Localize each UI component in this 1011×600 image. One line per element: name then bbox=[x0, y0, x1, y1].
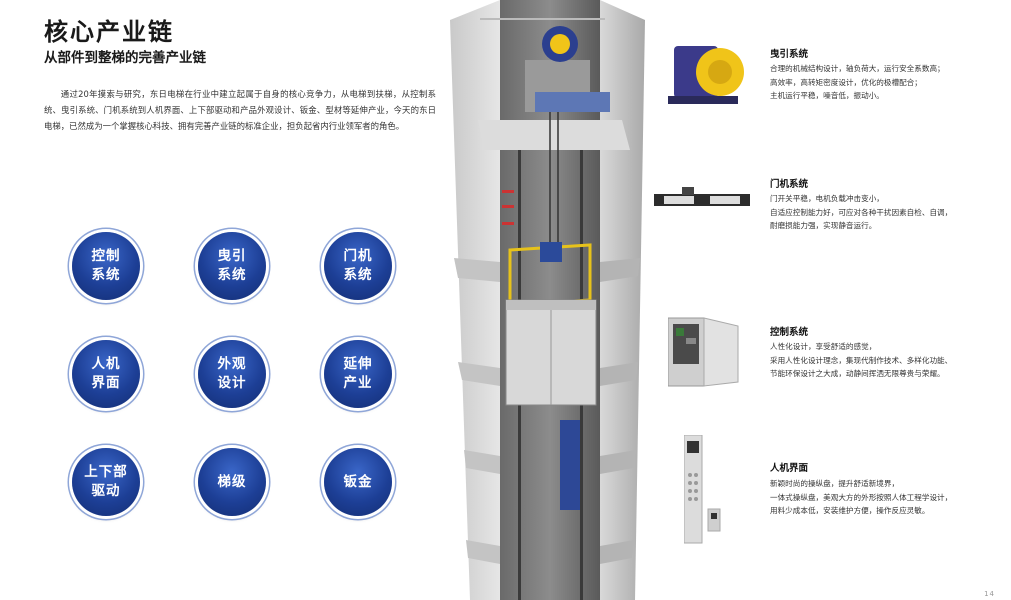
intro-paragraph: 通过20年摸索与研究，东日电梯在行业中建立起属于自身的核心竞争力，从电梯到扶梯，… bbox=[44, 89, 436, 131]
circle-appearance-design: 外观 设计 bbox=[198, 340, 266, 408]
circle-label: 控制 系统 bbox=[91, 248, 121, 283]
control-system-title: 控制系统 bbox=[770, 327, 809, 338]
control-system-description: 人性化设计，享受舒适的感觉， 采用人性化设计理念，集现代制作技术、多样化功能、 … bbox=[770, 340, 985, 381]
circle-upper-lower-drive: 上下部 驱动 bbox=[72, 448, 140, 516]
description-line: 采用人性化设计理念，集现代制作技术、多样化功能、 bbox=[770, 355, 953, 365]
circle-label: 延伸 产业 bbox=[343, 356, 373, 391]
traction-system-title: 曳引系统 bbox=[770, 49, 809, 60]
circle-label: 钣金 bbox=[343, 473, 373, 490]
description-line: 人性化设计，享受舒适的感觉， bbox=[770, 342, 877, 351]
elevator-shaft-illustration bbox=[450, 0, 645, 600]
description-line: 门开关平稳，电机负载冲击变小， bbox=[770, 194, 884, 203]
description-line: 用料少成本低，安装维护方便，操作反应灵敏。 bbox=[770, 506, 930, 515]
hmi-description: 新颖时尚的操纵盘，提升舒适新境界， 一体式操纵盘，美观大方的外形按照人体工程学设… bbox=[770, 477, 985, 518]
circle-extended-industry: 延伸 产业 bbox=[324, 340, 392, 408]
description-line: 高效率，高转矩密度设计，优化的极槽配合； bbox=[770, 77, 922, 87]
door-system-description: 门开关平稳，电机负载冲击变小， 自适应控制能力好，可应对各种干扰因素自检、自调，… bbox=[770, 192, 985, 233]
page-title: 核心产业链 bbox=[44, 18, 174, 46]
circle-steps: 梯级 bbox=[198, 448, 266, 516]
page-subtitle: 从部件到整梯的完善产业链 bbox=[44, 50, 206, 66]
description-line: 主机运行平稳，噪音低，振动小。 bbox=[770, 91, 884, 100]
circle-label: 梯级 bbox=[217, 473, 247, 490]
circle-control-system: 控制 系统 bbox=[72, 232, 140, 300]
circle-label: 上下部 驱动 bbox=[84, 464, 128, 499]
description-line: 合理的机械结构设计，轴负荷大，运行安全系数高； bbox=[770, 64, 945, 73]
traction-machine-image bbox=[668, 46, 744, 104]
description-line: 一体式操纵盘，美观大方的外形按照人体工程学设计， bbox=[770, 492, 953, 502]
door-operator-image bbox=[654, 187, 750, 206]
circle-sheet-metal: 钣金 bbox=[324, 448, 392, 516]
door-system-title: 门机系统 bbox=[770, 179, 809, 190]
circle-label: 人机 界面 bbox=[91, 356, 121, 391]
circle-door-system: 门机 系统 bbox=[324, 232, 392, 300]
description-line: 节能环保设计之大成，动静间挥洒无限尊贵与荣耀。 bbox=[770, 369, 945, 378]
description-line: 新颖时尚的操纵盘，提升舒适新境界， bbox=[770, 479, 900, 488]
circle-label: 门机 系统 bbox=[343, 248, 373, 283]
control-cabinet-image bbox=[668, 317, 739, 387]
description-line: 自适应控制能力好，可应对各种干扰因素自检、自调， bbox=[770, 207, 953, 217]
description-line: 耐磨损能力强，实现静音运行。 bbox=[770, 221, 877, 230]
hmi-title: 人机界面 bbox=[770, 463, 809, 474]
circle-traction-system: 曳引 系统 bbox=[198, 232, 266, 300]
circle-label: 外观 设计 bbox=[217, 356, 247, 391]
circle-label: 曳引 系统 bbox=[217, 248, 247, 283]
page-number: 14 bbox=[984, 590, 995, 598]
operating-panel-image bbox=[684, 435, 721, 544]
traction-system-description: 合理的机械结构设计，轴负荷大，运行安全系数高； 高效率，高转矩密度设计，优化的极… bbox=[770, 62, 985, 103]
circle-hmi: 人机 界面 bbox=[72, 340, 140, 408]
